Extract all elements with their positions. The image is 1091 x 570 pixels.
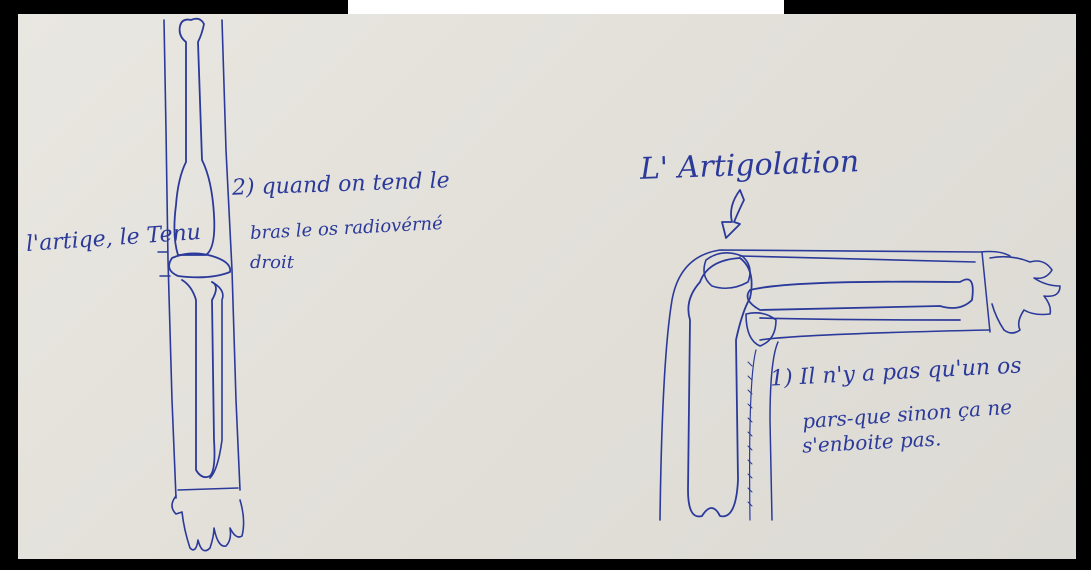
radius-bone (748, 279, 973, 310)
elbow-joint-right (704, 253, 750, 288)
left-arm-drawing (158, 19, 244, 551)
arrow-down (722, 190, 744, 238)
humerus (688, 258, 752, 516)
forearm-top (740, 256, 975, 262)
left-arm-outline-right (222, 20, 240, 490)
ulna-bone (760, 318, 960, 320)
lower-bone-1 (182, 280, 216, 477)
wrist-line-right (982, 252, 990, 332)
elbow-joint (169, 253, 230, 277)
right-hand (990, 257, 1060, 333)
left-hand (172, 496, 244, 551)
note-2-line-3: droit (250, 252, 294, 273)
left-arm-outline-left (164, 20, 176, 498)
forearm-bottom (760, 330, 990, 340)
wrist-line (178, 488, 238, 490)
